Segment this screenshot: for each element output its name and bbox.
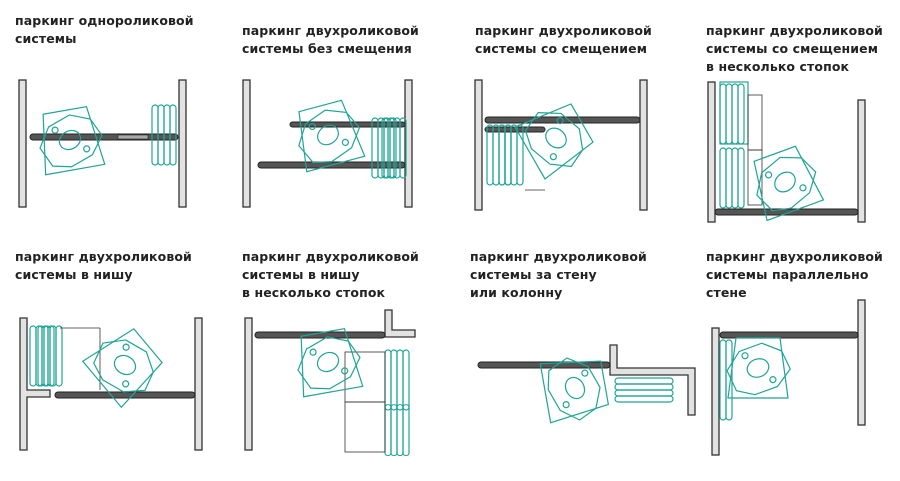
caption-offset: паркинг двухроликовой системы со смещение… [475, 22, 652, 58]
caption-line: системы со смещением [475, 41, 648, 56]
caption-line: системы [15, 31, 77, 46]
rail [477, 361, 611, 369]
caption-line: системы в нишу [242, 267, 360, 282]
diagram-single-roller [16, 79, 187, 208]
wall [474, 79, 483, 211]
caption-niche-stacks: паркинг двухроликовой системы в нишу в нес… [242, 248, 419, 302]
caption-line: паркинг двухроликовой [475, 23, 652, 38]
wall [194, 317, 203, 451]
caption-line: паркинг двухроликовой [15, 249, 192, 264]
rail [714, 208, 859, 216]
wall [857, 299, 866, 426]
wall [707, 81, 716, 223]
caption-parallel: паркинг двухроликовой системы параллельно… [706, 248, 883, 302]
diagram-parallel [708, 299, 866, 456]
rail [289, 121, 406, 128]
wall [19, 317, 51, 451]
wall [711, 327, 720, 456]
caption-line: паркинг двухроликовой [242, 23, 419, 38]
wall [609, 344, 696, 416]
caption-line: паркинг однороликовой [15, 13, 194, 28]
wall [178, 79, 187, 208]
caption-line: паркинг двухроликовой [706, 249, 883, 264]
rail [719, 331, 859, 339]
caption-line: системы за стену [470, 267, 597, 282]
caption-offset-stacks: паркинг двухроликовой системы со смещение… [706, 22, 883, 76]
wall [857, 99, 866, 223]
caption-no-offset: паркинг двухроликовой системы без смещени… [242, 22, 419, 58]
caption-single-roller: паркинг однороликовой системы [15, 12, 194, 48]
caption-line: паркинг двухроликовой [242, 249, 419, 264]
caption-line: стене [706, 285, 747, 300]
door-stack [384, 404, 410, 457]
diagram-offset [474, 79, 648, 211]
caption-line: системы в нишу [15, 267, 133, 282]
wall [244, 317, 253, 451]
caption-behind-wall: паркинг двухроликовой системы за стену или… [470, 248, 647, 302]
diagram-niche-stacks [244, 308, 416, 457]
diagram-niche [19, 311, 203, 451]
rail [54, 391, 196, 399]
wall [18, 79, 27, 208]
caption-line: паркинг двухроликовой [706, 23, 883, 38]
caption-line: системы со смещением [706, 41, 879, 56]
caption-line: или колонну [470, 285, 563, 300]
diagram-no-offset [242, 79, 413, 208]
person-icon [273, 80, 383, 190]
diagram-offset-stacks [707, 81, 866, 237]
caption-line: паркинг двухроликовой [470, 249, 647, 264]
door-stack [719, 83, 745, 145]
diagram-behind-wall [477, 334, 696, 442]
wall [242, 79, 251, 208]
wall [639, 79, 648, 211]
caption-line: в несколько стопок [706, 59, 850, 74]
rail [29, 133, 179, 141]
wall [384, 309, 416, 338]
door-stack [384, 349, 410, 411]
caption-line: системы параллельно [706, 267, 869, 282]
door-stack [614, 377, 674, 403]
wall [404, 79, 413, 208]
roller [117, 134, 149, 140]
person-icon [501, 83, 611, 193]
person-icon [274, 308, 382, 416]
caption-niche: паркинг двухроликовой системы в нишу [15, 248, 192, 284]
rail [254, 331, 386, 339]
caption-line: в несколько стопок [242, 285, 386, 300]
door-stack [719, 147, 745, 209]
caption-line: системы без смещения [242, 41, 412, 56]
